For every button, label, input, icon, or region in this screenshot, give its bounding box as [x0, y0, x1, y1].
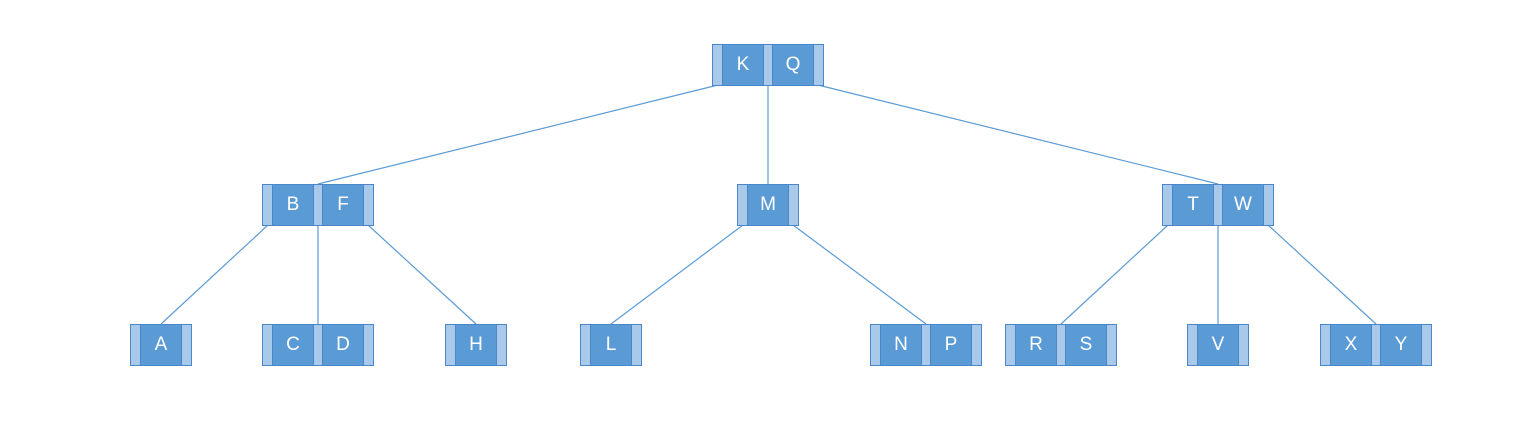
child-pointer: [1263, 185, 1273, 225]
child-pointer: [738, 185, 748, 225]
child-pointer: [131, 325, 141, 365]
child-pointer: [631, 325, 641, 365]
child-pointer: [446, 325, 456, 365]
tree-edge: [1267, 224, 1377, 325]
node-key: V: [1211, 334, 1225, 355]
tree-leaf: V: [1187, 324, 1249, 366]
tree-leaf: N P: [870, 324, 982, 366]
child-pointer: [1006, 325, 1016, 365]
node-key: W: [1234, 194, 1252, 215]
child-pointer: [813, 45, 823, 85]
tree-leaf: C D: [262, 324, 374, 366]
tree-node: M: [737, 184, 799, 226]
tree-edge: [317, 84, 719, 185]
child-pointer: [971, 325, 981, 365]
tree-node: T W: [1162, 184, 1274, 226]
child-pointer: [871, 325, 881, 365]
child-pointer: [1163, 185, 1173, 225]
node-key: R: [1029, 334, 1043, 355]
node-key: D: [336, 334, 350, 355]
tree-edge: [610, 224, 744, 325]
node-key: Q: [785, 54, 801, 75]
node-key: L: [605, 334, 617, 355]
child-pointer: [713, 45, 723, 85]
child-pointer: [1188, 325, 1198, 365]
child-pointer: [313, 325, 323, 365]
tree-edge: [817, 84, 1219, 185]
node-key: T: [1187, 194, 1199, 215]
child-pointer: [263, 325, 273, 365]
node-key: S: [1079, 334, 1093, 355]
node-key: F: [337, 194, 349, 215]
tree-leaf: X Y: [1320, 324, 1432, 366]
child-pointer: [363, 185, 373, 225]
node-key: M: [760, 194, 776, 215]
child-pointer: [788, 185, 798, 225]
node-key: K: [736, 54, 750, 75]
child-pointer: [363, 325, 373, 365]
tree-leaf: L: [580, 324, 642, 366]
child-pointer: [1421, 325, 1431, 365]
node-key: N: [894, 334, 908, 355]
child-pointer: [1371, 325, 1381, 365]
child-pointer: [1238, 325, 1248, 365]
child-pointer: [1056, 325, 1066, 365]
tree-edge: [792, 224, 927, 325]
child-pointer: [581, 325, 591, 365]
child-pointer: [496, 325, 506, 365]
tree-node: B F: [262, 184, 374, 226]
node-key: Y: [1394, 334, 1408, 355]
child-pointer: [263, 185, 273, 225]
child-pointer: [763, 45, 773, 85]
node-key: H: [469, 334, 483, 355]
tree-edge: [160, 224, 269, 325]
tree-leaf: H: [445, 324, 507, 366]
tree-edge: [367, 224, 477, 325]
tree-edge: [1060, 224, 1169, 325]
tree-node-root: K Q: [712, 44, 824, 86]
child-pointer: [181, 325, 191, 365]
node-key: P: [944, 334, 958, 355]
tree-leaf: R S: [1005, 324, 1117, 366]
node-key: C: [286, 334, 300, 355]
tree-leaf: A: [130, 324, 192, 366]
child-pointer: [1213, 185, 1223, 225]
child-pointer: [1321, 325, 1331, 365]
node-key: B: [286, 194, 300, 215]
child-pointer: [1106, 325, 1116, 365]
node-key: X: [1344, 334, 1358, 355]
child-pointer: [313, 185, 323, 225]
child-pointer: [921, 325, 931, 365]
node-key: A: [154, 334, 168, 355]
